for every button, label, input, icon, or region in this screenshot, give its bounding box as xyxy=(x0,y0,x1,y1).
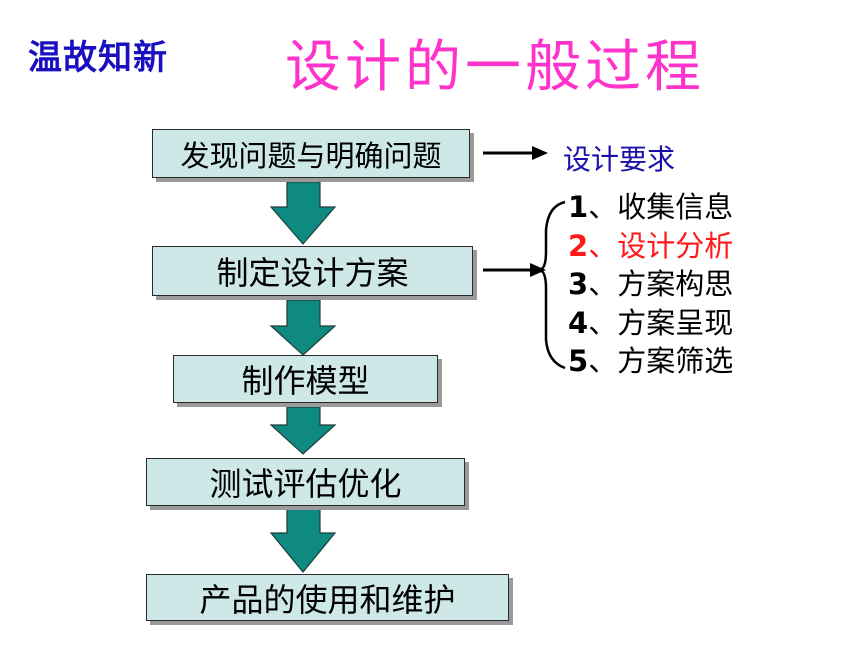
substep-number: 4 xyxy=(568,305,589,340)
requirement-label: 设计要求 xyxy=(563,143,676,176)
substep-number: 5 xyxy=(568,344,589,378)
flow-step-use-maintain: 产品的使用和维护 xyxy=(146,574,509,621)
substep-separator: 、 xyxy=(588,228,618,263)
substep-text: 方案筛选 xyxy=(617,344,734,378)
substep-text: 收集信息 xyxy=(617,190,734,224)
substep-separator: 、 xyxy=(588,190,618,224)
substep-separator: 、 xyxy=(588,267,618,301)
down-arrow-3 xyxy=(269,406,337,455)
plan-substep: 1、收集信息 xyxy=(568,188,733,227)
flow-step-design-plan: 制定设计方案 xyxy=(152,246,473,296)
plan-substep-highlighted: 2、设计分析 xyxy=(568,227,733,266)
down-arrow-2 xyxy=(269,299,337,356)
substep-text: 设计分析 xyxy=(617,228,734,263)
plan-substep-list: 1、收集信息 2、设计分析 3、方案构思 4、方案呈现 5、方案筛选 xyxy=(568,188,733,381)
flow-step-make-model: 制作模型 xyxy=(173,355,438,403)
substep-number: 3 xyxy=(568,267,589,301)
left-brace xyxy=(536,200,566,370)
right-arrow-requirement xyxy=(483,146,548,160)
substep-text: 方案呈现 xyxy=(617,305,734,340)
down-arrow-4 xyxy=(269,507,337,573)
substep-text: 方案构思 xyxy=(617,267,734,301)
flow-step-identify-problem: 发现问题与明确问题 xyxy=(152,129,470,178)
review-title: 温故知新 xyxy=(28,38,168,78)
substep-number: 2 xyxy=(568,228,589,263)
main-title: 设计的一般过程 xyxy=(285,35,705,100)
substep-separator: 、 xyxy=(588,305,618,340)
substep-number: 1 xyxy=(568,190,589,224)
substep-separator: 、 xyxy=(588,344,618,378)
flow-step-test-optimize: 测试评估优化 xyxy=(146,458,465,506)
plan-substep: 4、方案呈现 xyxy=(568,304,733,343)
down-arrow-1 xyxy=(269,181,337,245)
plan-substep: 3、方案构思 xyxy=(568,265,733,304)
plan-substep: 5、方案筛选 xyxy=(568,342,733,381)
